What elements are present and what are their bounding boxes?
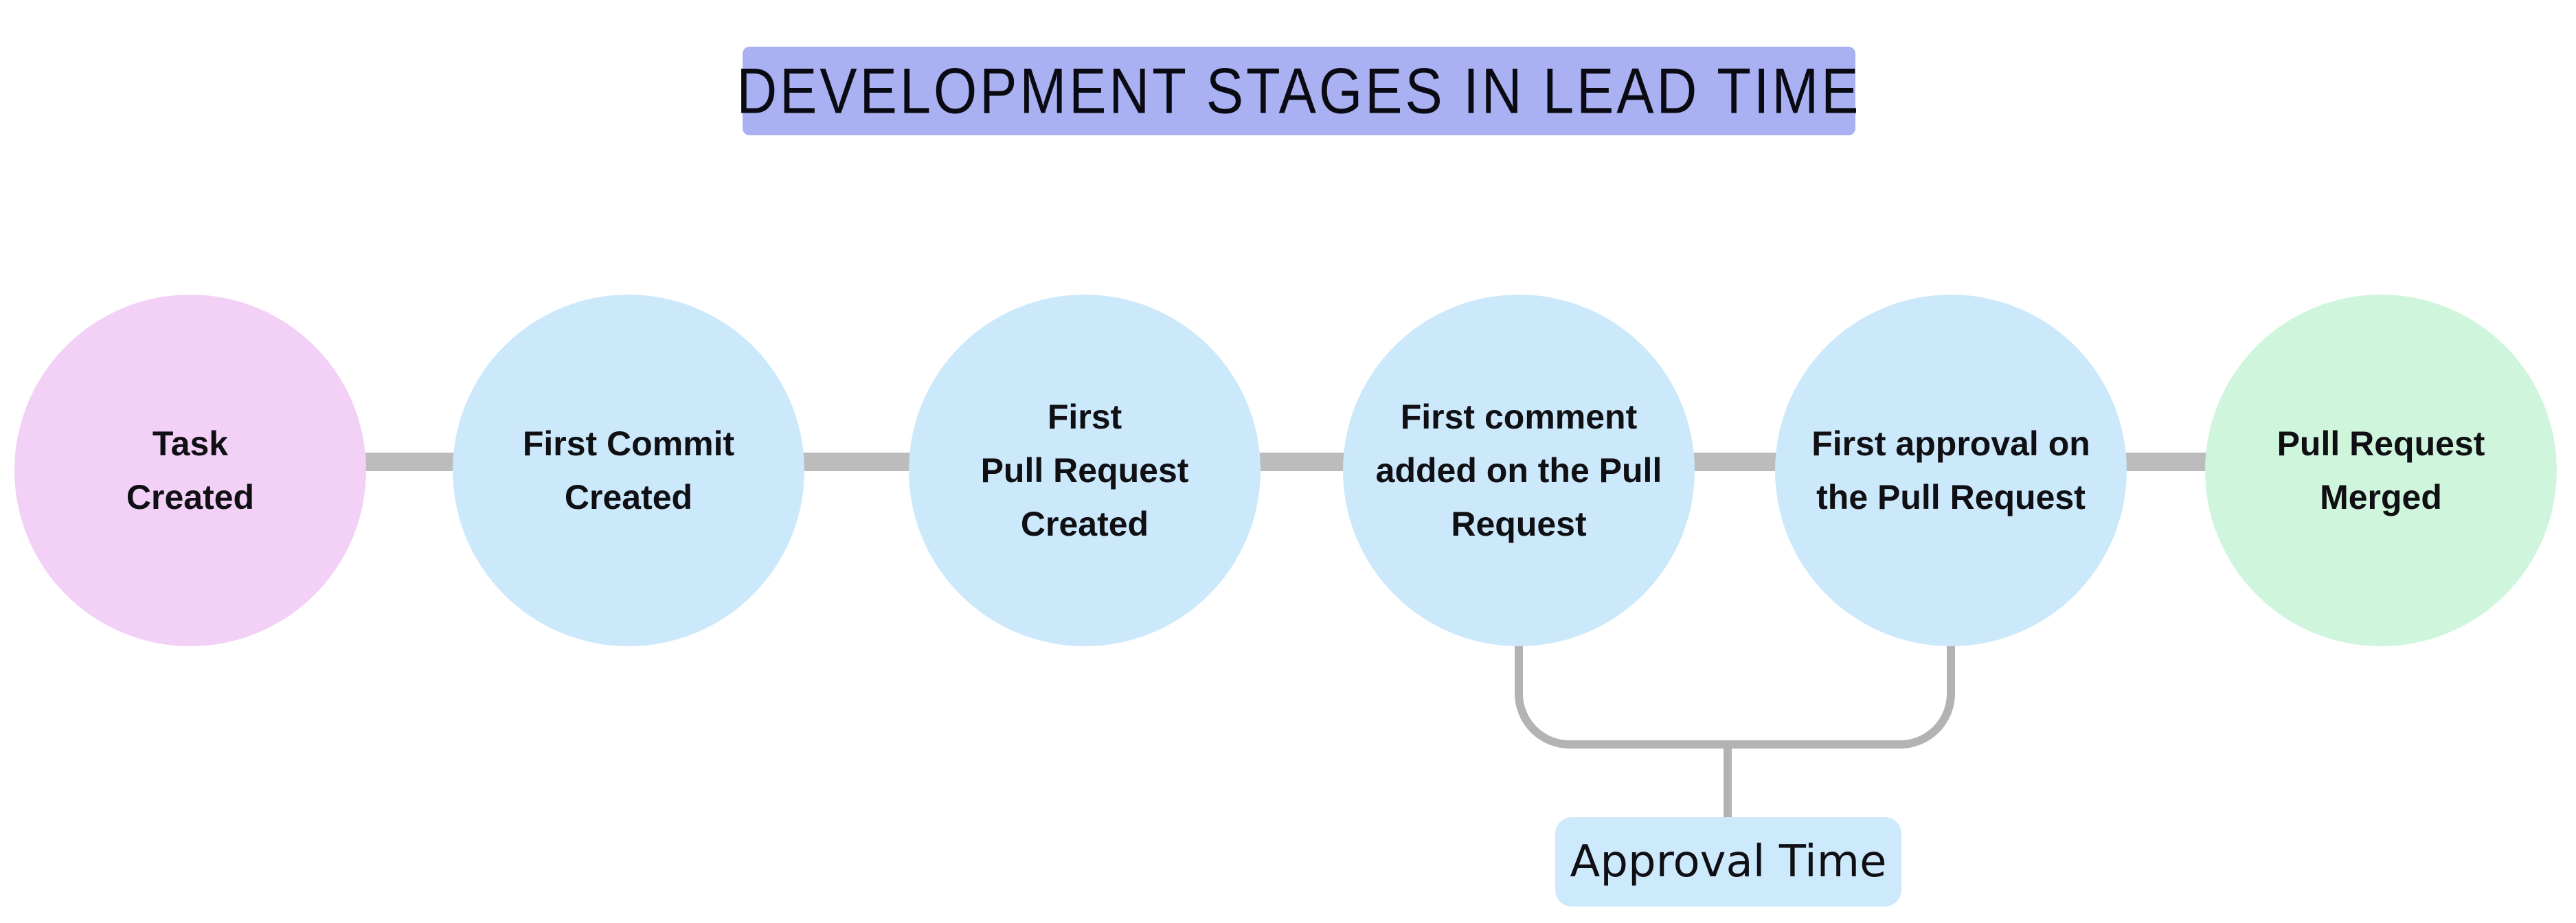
approval-time-label: Approval Time: [1570, 836, 1887, 887]
diagram-title-banner: DEVELOPMENT STAGES IN LEAD TIME: [736, 47, 1859, 135]
stage-node-pull-request-merged: Pull Request Merged: [2205, 295, 2557, 646]
approval-time-badge: Approval Time: [1555, 817, 1901, 907]
stage-node-first-pull-request: First Pull Request Created: [909, 295, 1261, 646]
diagram-title: DEVELOPMENT STAGES IN LEAD TIME: [736, 54, 1862, 127]
stage-label: First comment added on the Pull Request: [1375, 398, 1662, 543]
stage-node-first-comment: First comment added on the Pull Request: [1343, 295, 1695, 646]
approval-time-bracket: [1515, 646, 1955, 749]
stage-node-first-commit: First Commit Created: [453, 295, 804, 646]
stage-label: First approval on the Pull Request: [1811, 424, 2090, 516]
stage-node-task-created: Task Created: [14, 295, 366, 646]
stage-label: First Pull Request Created: [980, 398, 1189, 543]
stage-label: Pull Request Merged: [2276, 424, 2485, 516]
stage-label: First Commit Created: [522, 424, 735, 516]
stage-label: Task Created: [126, 424, 255, 516]
approval-time-stem: [1724, 747, 1732, 817]
stage-node-first-approval: First approval on the Pull Request: [1775, 295, 2127, 646]
